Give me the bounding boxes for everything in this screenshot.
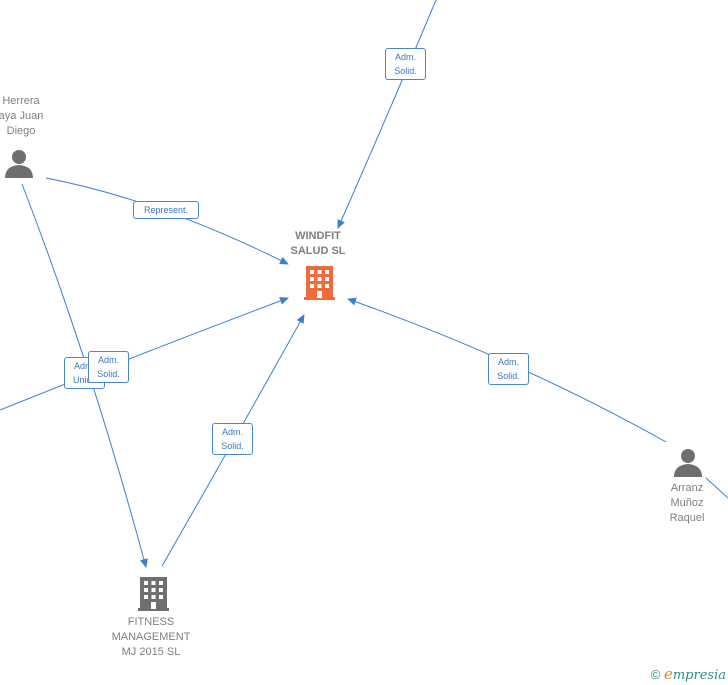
empresia-watermark: © empresia bbox=[651, 665, 726, 683]
edge-label-left-solid: Adm. Solid. bbox=[88, 351, 129, 383]
copyright-symbol: © bbox=[650, 667, 661, 682]
person-icon bbox=[5, 150, 33, 178]
edge-label-fitness: Adm. Solid. bbox=[212, 423, 253, 455]
edge-top-to-windfit bbox=[337, 0, 437, 229]
edge-arranz-offscreen bbox=[705, 477, 728, 499]
node-label-windfit[interactable]: WINDFIT SALUD SL bbox=[290, 230, 346, 257]
node-label-fitness[interactable]: FITNESS MANAGEMENT MJ 2015 SL bbox=[111, 616, 191, 658]
edge-label-arranz: Adm. Solid. bbox=[488, 353, 529, 385]
brand-name: mpresia bbox=[672, 668, 726, 683]
edge-label-represent: Represent. bbox=[133, 201, 199, 219]
edge-left-to-windfit bbox=[0, 297, 289, 411]
edge-herrera-to-windfit bbox=[45, 177, 289, 265]
node-label-herrera[interactable]: Herrera aya Juan Diego bbox=[0, 95, 44, 137]
brand-mark: e bbox=[663, 665, 673, 683]
building-icon bbox=[304, 266, 335, 300]
node-label-arranz[interactable]: Arranz Muñoz Raquel bbox=[669, 482, 705, 524]
edge-label-top: Adm. Solid. bbox=[385, 48, 426, 80]
person-icon bbox=[674, 449, 702, 477]
building-icon bbox=[138, 577, 169, 611]
